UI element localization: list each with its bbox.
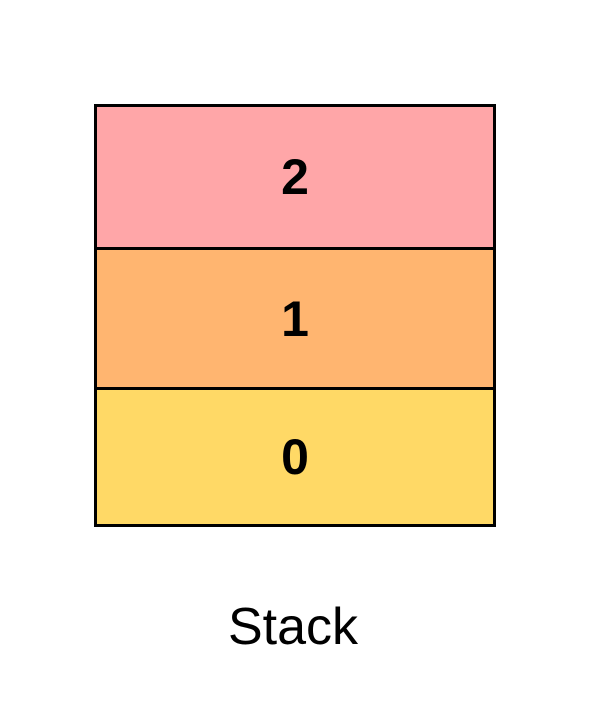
- stack-item-0: 0: [97, 387, 493, 524]
- stack-item-2: 2: [97, 107, 493, 247]
- stack-item-1: 1: [97, 247, 493, 387]
- stack-caption: Stack: [227, 598, 359, 656]
- stack-box: 2 1 0: [94, 104, 496, 527]
